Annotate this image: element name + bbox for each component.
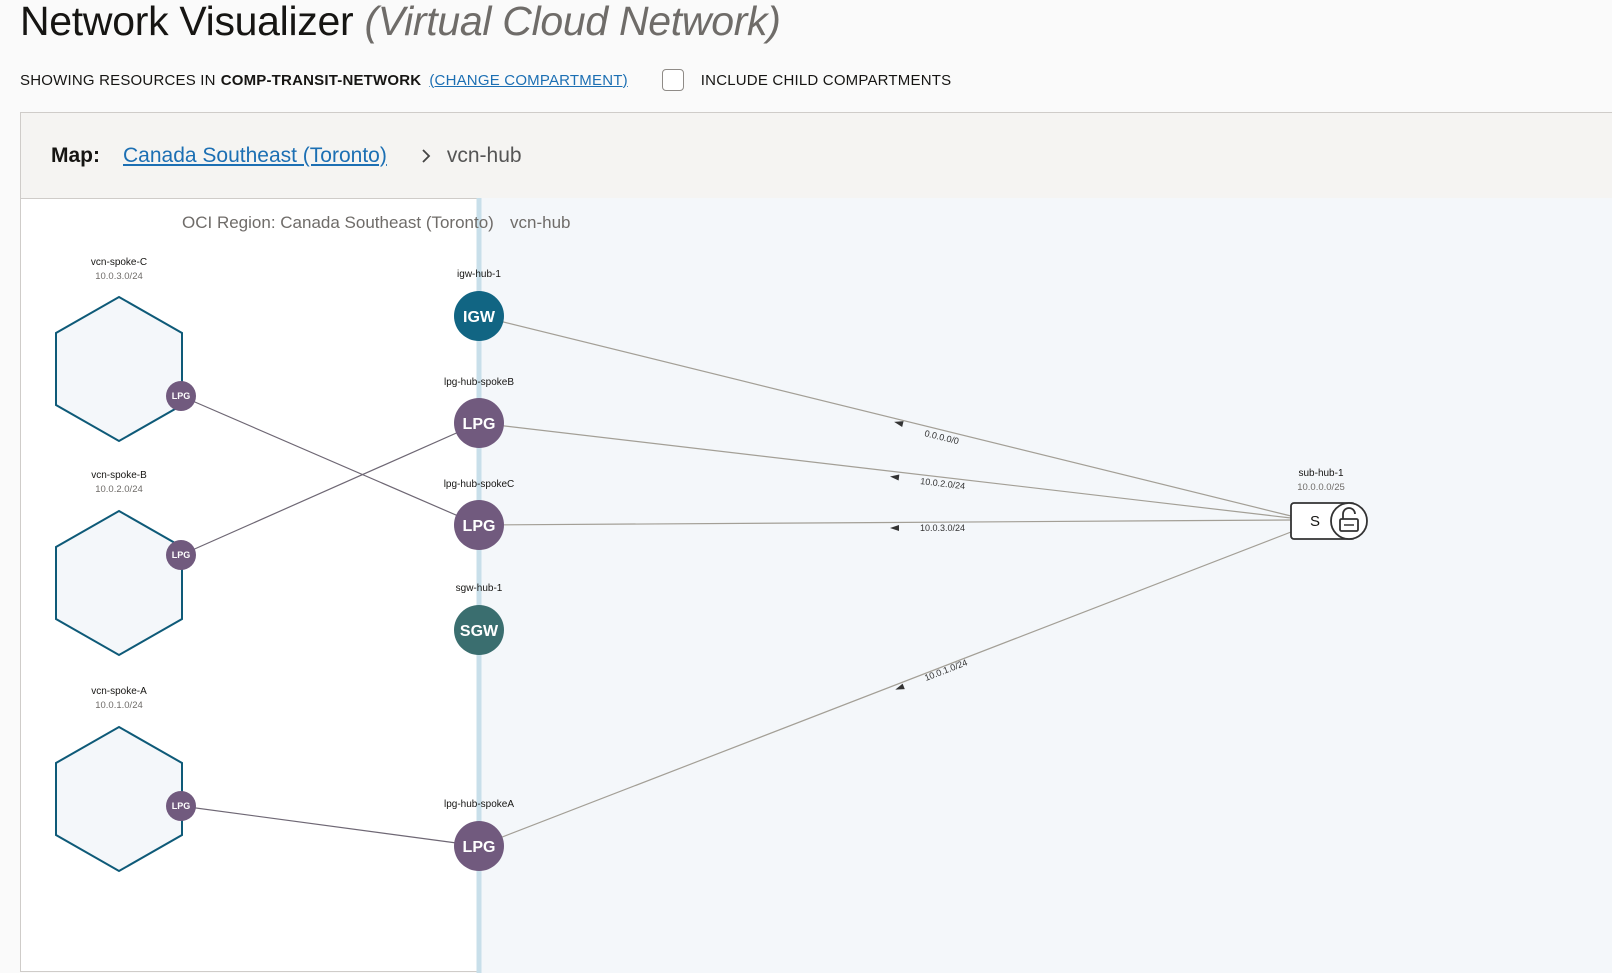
vcn-spoke-a-hexagon (55, 725, 183, 873)
route-arrow-lpg-spokea (895, 683, 905, 690)
include-child-compartments-label: INCLUDE CHILD COMPARTMENTS (700, 71, 952, 89)
vcn-spoke-b-lpg-label: LPG (172, 550, 191, 560)
vcn-spoke-c-node[interactable]: vcn-spoke-C 10.0.3.0/24 LPG (55, 257, 196, 443)
vcn-spoke-b-name: vcn-spoke-B (91, 470, 147, 481)
breadcrumb-current: vcn-hub (446, 143, 522, 167)
lpg-hub-spokea-type: LPG (463, 839, 496, 856)
vcn-spoke-b-lpg-icon[interactable] (166, 540, 196, 570)
route-arrow-lpg-spokeb (890, 474, 900, 481)
peering-line-spoke-c (180, 395, 480, 526)
igw-hub-1-name: igw-hub-1 (457, 269, 501, 280)
page-title: Network Visualizer (Virtual Cloud Networ… (20, 0, 781, 45)
change-compartment-link[interactable]: (CHANGE COMPARTMENT) (429, 71, 628, 89)
lpg-hub-spokeb-node[interactable]: lpg-hub-spokeB LPG (444, 377, 514, 448)
route-arrow-lpg-spokec (890, 525, 899, 531)
igw-icon[interactable] (454, 291, 504, 341)
unlock-icon (1330, 502, 1368, 540)
route-line-lpg-spokea (478, 531, 1292, 847)
lpg-hub-spokec-node[interactable]: lpg-hub-spokeC LPG (444, 479, 515, 550)
network-map-svg: OCI Region: Canada Southeast (Toronto) v… (55, 198, 1612, 973)
lpg-hub-spokea-name: lpg-hub-spokeA (444, 799, 514, 810)
lpg-icon[interactable] (454, 821, 504, 871)
peering-line-spoke-a (180, 805, 480, 847)
sgw-hub-1-node[interactable]: sgw-hub-1 SGW (454, 583, 504, 655)
subnet-badge: S (1310, 513, 1320, 530)
hub-vcn-area (481, 198, 1612, 973)
vcn-spoke-b-node[interactable]: vcn-spoke-B 10.0.2.0/24 LPG (55, 470, 196, 657)
route-arrow-igw (894, 421, 904, 427)
route-line-lpg-spokec (478, 519, 1292, 526)
map-panel: Map: Canada Southeast (Toronto) vcn-hub … (20, 112, 1612, 973)
page-title-main: Network Visualizer (20, 0, 354, 44)
vcn-spoke-a-node[interactable]: vcn-spoke-A 10.0.1.0/24 LPG (55, 686, 196, 873)
compartment-bar: SHOWING RESOURCES IN COMP-TRANSIT-NETWOR… (20, 68, 951, 92)
vcn-spoke-a-cidr: 10.0.1.0/24 (95, 700, 143, 711)
region-label: OCI Region: Canada Southeast (Toronto) (182, 213, 494, 232)
lpg-icon[interactable] (454, 500, 504, 550)
sgw-hub-1-name: sgw-hub-1 (456, 583, 503, 594)
sgw-hub-1-type: SGW (460, 623, 499, 640)
igw-hub-1-type: IGW (463, 309, 496, 326)
route-lines (478, 315, 1292, 847)
network-map-canvas[interactable]: OCI Region: Canada Southeast (Toronto) v… (21, 198, 1612, 973)
route-line-lpg-spokeb (478, 422, 1292, 519)
igw-hub-1-node[interactable]: igw-hub-1 IGW (454, 269, 504, 341)
vcn-spoke-c-hexagon (55, 295, 183, 443)
vcn-spoke-b-hexagon (55, 509, 183, 657)
vcn-spoke-b-cidr: 10.0.2.0/24 (95, 484, 143, 495)
page-subtitle: (Virtual Cloud Network) (364, 0, 781, 44)
peering-lines (180, 395, 480, 847)
lpg-icon[interactable] (454, 398, 504, 448)
hub-vcn-label: vcn-hub (510, 213, 570, 232)
vcn-spoke-a-lpg-label: LPG (172, 801, 191, 811)
map-breadcrumb: Map: Canada Southeast (Toronto) vcn-hub (21, 113, 1612, 199)
sub-hub-1-name: sub-hub-1 (1298, 468, 1343, 479)
showing-resources-label: SHOWING RESOURCES IN (20, 71, 216, 89)
include-child-compartments-checkbox[interactable] (661, 69, 684, 91)
lpg-hub-spokeb-name: lpg-hub-spokeB (444, 377, 514, 388)
compartment-name: COMP-TRANSIT-NETWORK (220, 71, 422, 89)
lpg-hub-spokeb-type: LPG (463, 416, 496, 433)
chevron-right-icon (421, 148, 431, 163)
lpg-hub-spokec-type: LPG (463, 518, 496, 535)
vcn-spoke-c-name: vcn-spoke-C (91, 257, 147, 268)
vcn-spoke-c-cidr: 10.0.3.0/24 (95, 271, 143, 282)
vcn-spoke-a-name: vcn-spoke-A (91, 686, 147, 697)
lpg-hub-spokea-node[interactable]: lpg-hub-spokeA LPG (444, 799, 514, 871)
vcn-spoke-c-lpg-icon[interactable] (166, 381, 196, 411)
vcn-spoke-c-lpg-label: LPG (172, 391, 191, 401)
breadcrumb-region-link[interactable]: Canada Southeast (Toronto) (123, 143, 387, 167)
map-label: Map: (51, 143, 100, 167)
peering-line-spoke-b (180, 422, 480, 556)
lpg-hub-spokec-name: lpg-hub-spokeC (444, 479, 515, 490)
route-arrows (890, 421, 905, 690)
route-label-lpg-spokec: 10.0.3.0/24 (920, 523, 965, 533)
sgw-icon[interactable] (454, 605, 504, 655)
vcn-spoke-a-lpg-icon[interactable] (166, 791, 196, 821)
route-line-igw (478, 315, 1292, 517)
sub-hub-1-node[interactable]: sub-hub-1 10.0.0.0/25 S (1290, 468, 1368, 540)
sub-hub-1-cidr: 10.0.0.0/25 (1297, 482, 1345, 493)
